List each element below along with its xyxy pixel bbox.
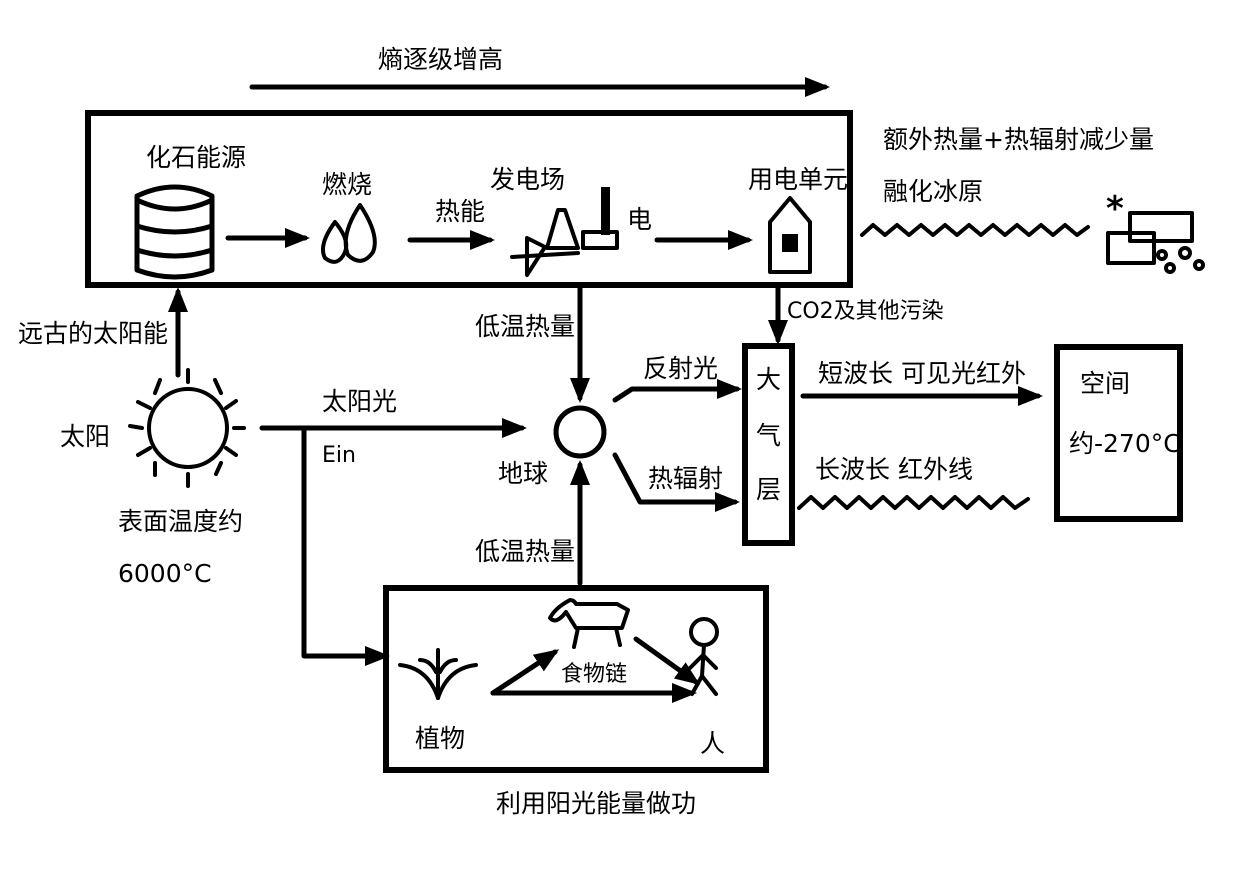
human-label: 人 bbox=[700, 729, 725, 758]
earth-icon bbox=[553, 405, 607, 459]
biosphere-caption: 利用阳光能量做功 bbox=[496, 789, 696, 818]
sun-label: 太阳 bbox=[60, 422, 110, 451]
food-chain-label: 食物链 bbox=[561, 662, 627, 687]
fossil-fuel-cylinder-icon bbox=[134, 184, 215, 280]
low-heat-bottom-label: 低温热量 bbox=[475, 537, 575, 566]
sunlight-label: 太阳光 bbox=[322, 387, 397, 416]
pollution-label: CO2及其他污染 bbox=[787, 299, 944, 324]
plant-label: 植物 bbox=[415, 724, 465, 753]
power-plant-icon bbox=[510, 187, 619, 277]
atmosphere-box bbox=[742, 343, 795, 546]
person-icon bbox=[688, 617, 719, 696]
plant-icon bbox=[398, 648, 478, 700]
low-heat-top-label: 低温热量 bbox=[475, 312, 575, 341]
heat-wave-line bbox=[860, 223, 1090, 237]
building-icon bbox=[768, 196, 812, 274]
long-wave-line bbox=[797, 495, 1030, 510]
reflected-light-arrow bbox=[612, 379, 742, 403]
space-temp: 约-270°C bbox=[1069, 429, 1181, 458]
extra-heat-label: 额外热量+热辐射减少量 bbox=[883, 125, 1154, 154]
burning-label: 燃烧 bbox=[322, 170, 372, 199]
ein-label: Ein bbox=[322, 443, 356, 468]
space-label: 空间 bbox=[1080, 369, 1130, 398]
power-plant-label: 发电场 bbox=[490, 165, 565, 194]
melt-ice-label: 融化冰原 bbox=[883, 177, 983, 206]
space-box bbox=[1054, 344, 1183, 522]
long-wave-label: 长波长 红外线 bbox=[815, 455, 973, 484]
atmosphere-char-1: 大 bbox=[756, 365, 781, 394]
svg-text:*: * bbox=[1106, 189, 1124, 229]
electricity-label: 电 bbox=[627, 205, 652, 234]
surface-temp-value: 6000°C bbox=[118, 559, 212, 588]
biosphere-box bbox=[383, 585, 769, 773]
surface-temp-label: 表面温度约 bbox=[118, 507, 243, 536]
heat-energy-label: 热能 bbox=[435, 197, 485, 226]
earth-label: 地球 bbox=[498, 459, 548, 488]
atmosphere-char-3: 层 bbox=[756, 475, 781, 504]
sunlight-to-plants-arrow bbox=[301, 425, 390, 666]
reflected-light-label: 反射光 bbox=[643, 354, 718, 383]
entropy-title: 熵逐级增高 bbox=[378, 45, 503, 74]
flame-icon bbox=[321, 203, 377, 264]
power-user-label: 用电单元 bbox=[748, 165, 848, 194]
thermal-radiation-arrow bbox=[612, 452, 740, 512]
sun-icon bbox=[128, 368, 246, 488]
animal-to-human-arrow bbox=[633, 636, 701, 685]
melting-ice-icon: * bbox=[1106, 189, 1205, 274]
short-wave-label: 短波长 可见光红外 bbox=[818, 359, 1026, 388]
atmosphere-char-2: 气 bbox=[756, 421, 781, 450]
plant-to-animal-arrow bbox=[490, 649, 560, 696]
ancient-solar-label: 远古的太阳能 bbox=[18, 319, 168, 348]
fossil-energy-box bbox=[85, 110, 853, 288]
animal-icon bbox=[548, 598, 630, 649]
thermal-radiation-label: 热辐射 bbox=[648, 464, 723, 493]
fossil-energy-label: 化石能源 bbox=[146, 143, 246, 172]
